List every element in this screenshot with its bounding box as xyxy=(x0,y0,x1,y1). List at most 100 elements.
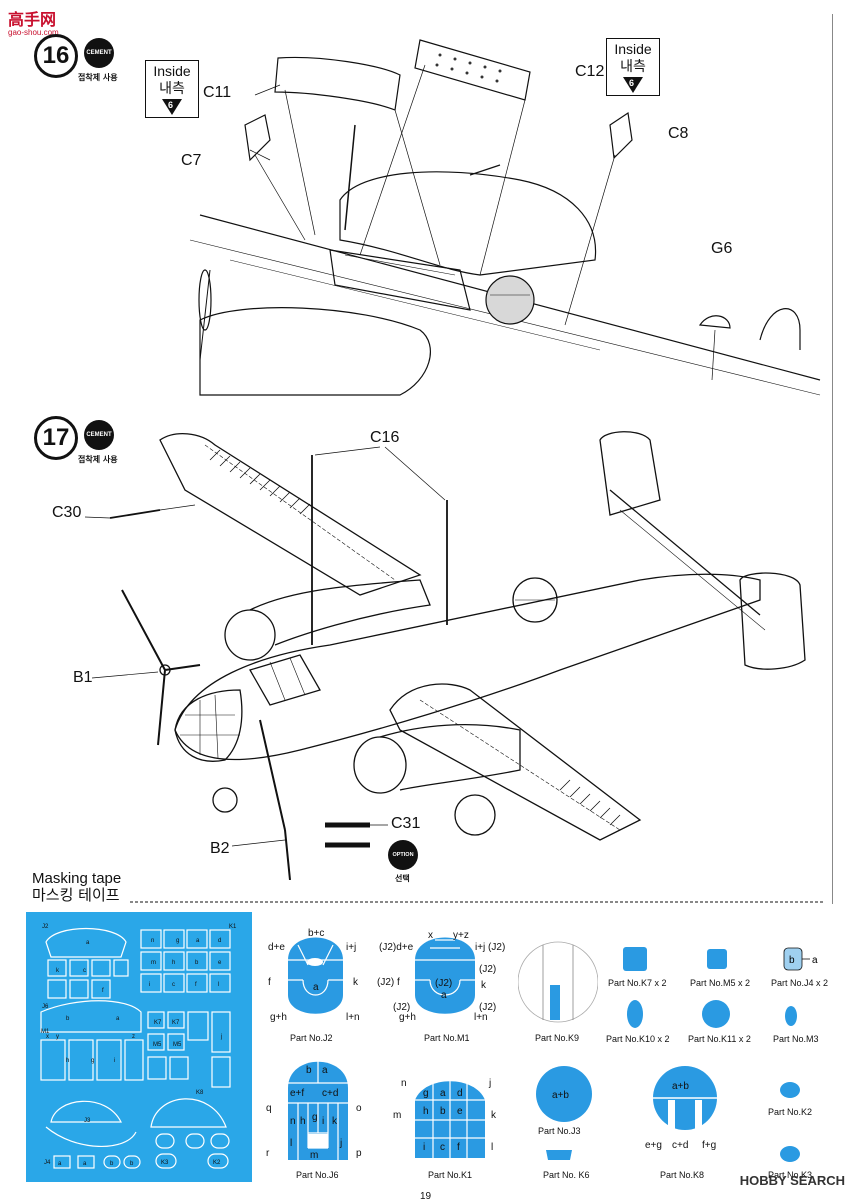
svg-text:r: r xyxy=(266,1148,270,1159)
svg-text:K2: K2 xyxy=(213,1160,221,1166)
svg-text:n: n xyxy=(151,938,154,944)
svg-text:a: a xyxy=(441,990,447,1001)
svg-text:(J2) f: (J2) f xyxy=(377,977,400,988)
svg-text:e+g: e+g xyxy=(645,1140,662,1151)
svg-text:f: f xyxy=(457,1142,460,1153)
mask-label-j2: Part No.J2 xyxy=(290,1033,333,1043)
svg-text:h: h xyxy=(300,1116,306,1127)
svg-text:c+d: c+d xyxy=(322,1088,338,1099)
svg-text:k: k xyxy=(332,1116,338,1127)
masking-title: Masking tape 마스킹 테이프 xyxy=(32,870,122,904)
step-17-number: 17 xyxy=(34,416,78,460)
svg-text:i: i xyxy=(149,982,150,988)
svg-text:y+z: y+z xyxy=(453,930,469,941)
svg-text:a: a xyxy=(116,1016,120,1022)
svg-text:p: p xyxy=(356,1148,362,1159)
svg-text:M5: M5 xyxy=(173,1042,182,1048)
mask-label-m5: Part No.M5 x 2 xyxy=(690,978,751,988)
part-label-c8: C8 xyxy=(668,125,689,142)
part-label-c31: C31 xyxy=(391,815,421,832)
svg-text:l: l xyxy=(290,1138,292,1149)
cement-badge: CEMENT xyxy=(84,420,114,450)
svg-text:x: x xyxy=(428,930,433,941)
masking-sheet: J2 K1 J6 M1 K8 J3 J4 K7 K7 M5 M5 K3 K2 a… xyxy=(26,912,252,1182)
svg-text:J2: J2 xyxy=(42,924,49,930)
svg-text:K3: K3 xyxy=(161,1160,169,1166)
part-label-c12: C12 xyxy=(575,63,605,80)
mask-label-j6: Part No.J6 xyxy=(296,1170,339,1180)
svg-text:g+h: g+h xyxy=(270,1012,287,1023)
mask-label-k8: Part No.K8 xyxy=(660,1170,705,1180)
option-badge: OPTION xyxy=(388,840,418,870)
svg-text:o: o xyxy=(356,1103,362,1114)
svg-text:e+f: e+f xyxy=(290,1088,304,1099)
svg-text:y: y xyxy=(56,1034,59,1040)
mask-label-k10: Part No.K10 x 2 xyxy=(606,1034,670,1044)
svg-text:h: h xyxy=(66,1058,69,1064)
svg-text:x: x xyxy=(46,1034,49,1040)
svg-text:i: i xyxy=(423,1142,425,1153)
svg-text:J4: J4 xyxy=(44,1160,51,1166)
mask-part-k1: n j g a d m h b e k i c f l xyxy=(393,1078,497,1158)
svg-text:f: f xyxy=(268,977,271,988)
svg-text:c+d: c+d xyxy=(672,1140,688,1151)
mask-label-j3: Part No.J3 xyxy=(538,1126,581,1136)
svg-text:J3: J3 xyxy=(84,1118,91,1124)
mask-label-m3: Part No.M3 xyxy=(773,1034,819,1044)
svg-text:h: h xyxy=(423,1106,429,1117)
part-label-g6: G6 xyxy=(711,240,733,257)
svg-text:(J2)d+e: (J2)d+e xyxy=(379,942,414,953)
mask-label-k7: Part No.K7 x 2 xyxy=(608,978,667,988)
mask-part-j2: d+e b+c i+j f k g+h l+n a xyxy=(268,928,360,1023)
hobby-search-watermark: HOBBY SEARCH xyxy=(739,1173,845,1188)
cement-badge: CEMENT xyxy=(84,38,114,68)
svg-text:K7: K7 xyxy=(154,1020,162,1026)
svg-text:b: b xyxy=(195,960,199,966)
mask-label-k3: Part No.K3 xyxy=(768,1170,813,1180)
svg-text:h: h xyxy=(172,960,175,966)
svg-text:b: b xyxy=(130,1161,134,1167)
svg-text:c: c xyxy=(172,982,175,988)
svg-text:d: d xyxy=(218,938,221,944)
mask-part-k6 xyxy=(546,1150,572,1160)
svg-text:l+n: l+n xyxy=(474,1012,488,1023)
svg-text:f: f xyxy=(195,982,197,988)
mask-part-m1: x y+z (J2)d+e i+j (J2) (J2) (J2) f k (J2… xyxy=(377,930,505,1023)
svg-text:b: b xyxy=(440,1106,446,1117)
mask-part-j6: b a e+f c+d q n h g i k o r p l j m xyxy=(266,1056,362,1161)
mask-part-k10 xyxy=(627,1000,643,1028)
step-17-aircraft-drawing xyxy=(84,431,806,880)
svg-text:a: a xyxy=(86,940,90,946)
svg-text:(J2): (J2) xyxy=(479,1002,496,1013)
mask-part-m3 xyxy=(785,1006,797,1026)
svg-text:J6: J6 xyxy=(42,1004,49,1010)
svg-text:k: k xyxy=(481,980,487,991)
step-16-drawing xyxy=(189,39,821,396)
part-label-c16: C16 xyxy=(370,429,400,446)
svg-text:g: g xyxy=(91,1058,94,1064)
svg-text:i: i xyxy=(322,1116,324,1127)
inside-callout-left: Inside 내측 6 xyxy=(145,60,199,118)
svg-text:z: z xyxy=(132,1034,135,1040)
mask-label-k11: Part No.K11 x 2 xyxy=(688,1034,751,1044)
part-label-b1: B1 xyxy=(73,669,93,686)
svg-text:a: a xyxy=(812,955,818,966)
svg-text:l: l xyxy=(491,1142,493,1153)
mask-label-k2: Part No.K2 xyxy=(768,1107,813,1117)
cement-sub-label: 접착제 사용 xyxy=(78,73,118,82)
cement-sub-label: 접착제 사용 xyxy=(78,455,118,464)
mask-part-j3: a+b xyxy=(536,1066,592,1122)
svg-text:l: l xyxy=(218,982,219,988)
svg-text:a: a xyxy=(313,982,319,993)
svg-text:M1: M1 xyxy=(41,1029,50,1035)
mask-part-k3 xyxy=(780,1146,800,1162)
mask-part-m5 xyxy=(707,949,727,969)
mask-part-j4: b a xyxy=(783,947,818,971)
svg-text:K1: K1 xyxy=(229,924,237,930)
page-number: 19 xyxy=(420,1191,432,1202)
svg-text:g+h: g+h xyxy=(399,1012,416,1023)
part-label-c30: C30 xyxy=(52,504,82,521)
svg-text:a+b: a+b xyxy=(672,1081,689,1092)
svg-text:l+n: l+n xyxy=(346,1012,360,1023)
svg-text:b: b xyxy=(789,955,795,966)
